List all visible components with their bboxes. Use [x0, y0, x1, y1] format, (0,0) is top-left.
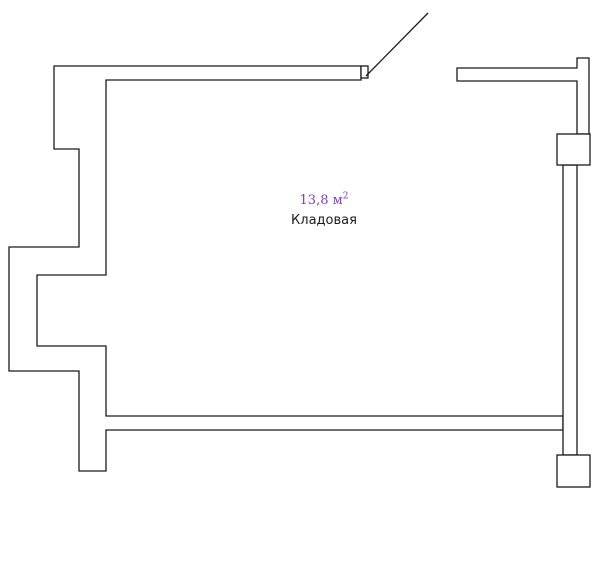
wall-top-right [456, 57, 590, 135]
column-upper-right [556, 133, 591, 166]
room-area-value: 13,8 м [299, 193, 343, 208]
wall-left-top [8, 65, 564, 472]
column-lower-right [556, 454, 591, 488]
door-jamb [360, 65, 369, 79]
room-area-label: 13,8 м2 [272, 191, 376, 208]
room-area-unit-exponent: 2 [342, 191, 349, 202]
door-swing-line [365, 12, 429, 77]
wall-right [562, 164, 578, 456]
room-name-label: Кладовая [291, 213, 357, 228]
